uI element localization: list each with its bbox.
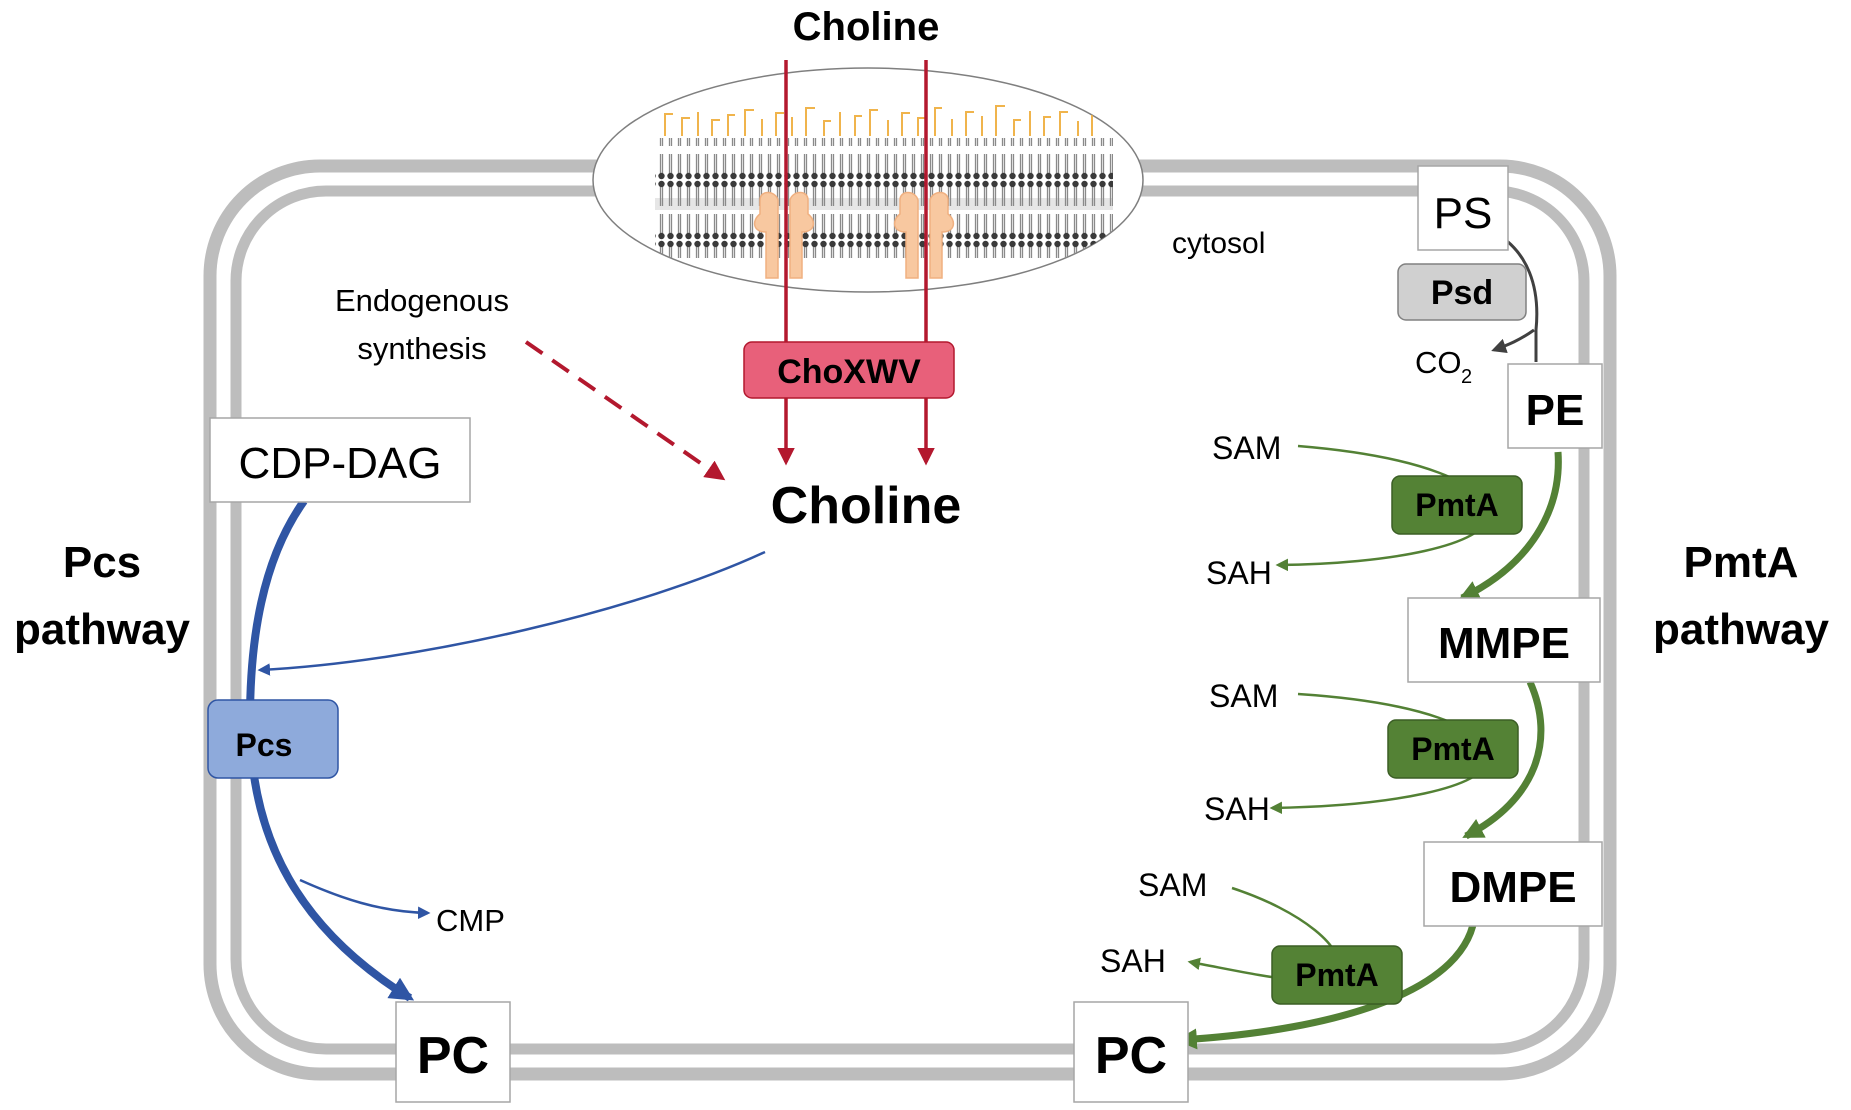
choline-to-pcs-arrow: [257, 550, 766, 676]
enzyme-choxwv: ChoXWV: [743, 341, 955, 399]
enzyme-pmta-3-label: PmtA: [1295, 957, 1379, 993]
box-mmpe: MMPE: [1407, 597, 1601, 683]
lipid-bilayer-inner: [655, 198, 1113, 258]
enzyme-pcs: Pcs: [207, 699, 339, 779]
enzyme-choxwv-label: ChoXWV: [777, 353, 921, 391]
sam-label-2: SAM: [1209, 678, 1278, 714]
choline-transporter-2: [893, 191, 955, 279]
box-pc-left: PC: [395, 1001, 511, 1103]
lipid-head-groups: [664, 105, 1099, 136]
enzyme-psd: Psd: [1397, 263, 1527, 321]
sam-label-1: SAM: [1212, 430, 1281, 466]
pcs-pathway-label-line2: pathway: [14, 605, 191, 654]
sah-label-2: SAH: [1204, 791, 1270, 827]
box-ps: PS: [1417, 165, 1509, 251]
enzyme-pmta-2-label: PmtA: [1411, 731, 1495, 767]
co2-label: CO 2: [1415, 345, 1472, 388]
enzyme-pcs-label: Pcs: [236, 727, 293, 763]
box-pc-left-label: PC: [417, 1027, 489, 1085]
choline-transporter-1: [753, 191, 815, 279]
box-pc-right-label: PC: [1095, 1027, 1167, 1085]
box-dmpe: DMPE: [1423, 841, 1603, 927]
enzyme-pmta-1-label: PmtA: [1415, 487, 1499, 523]
co2-label-main: CO: [1415, 345, 1462, 380]
sah-label-1: SAH: [1206, 555, 1272, 591]
pe-to-mmpe-arrow: [1458, 451, 1562, 602]
box-pe-label: PE: [1526, 386, 1585, 435]
enzyme-psd-label: Psd: [1431, 274, 1493, 312]
box-ps-label: PS: [1434, 189, 1493, 238]
mmpe-to-dmpe-arrow: [1462, 680, 1545, 840]
sam-label-3: SAM: [1138, 867, 1207, 903]
endogenous-synthesis-label-line1: Endogenous: [335, 283, 509, 318]
co2-label-subscript: 2: [1461, 366, 1472, 388]
membrane-zoom-inset: [592, 67, 1144, 293]
cmp-label: CMP: [436, 903, 505, 938]
cmp-release-arrow: [299, 878, 431, 920]
enzyme-pmta-1: PmtA: [1391, 475, 1523, 535]
box-pc-right: PC: [1073, 1001, 1189, 1103]
endogenous-synthesis-label-line2: synthesis: [357, 331, 486, 366]
pcs-pathway-label-line1: Pcs: [63, 538, 141, 587]
cytosol-label: cytosol: [1172, 227, 1265, 260]
pmta-pathway-label-line1: PmtA: [1684, 538, 1799, 587]
box-cdp-dag-label: CDP-DAG: [239, 439, 442, 488]
box-pe: PE: [1507, 363, 1603, 449]
lipid-bilayer-outer: [655, 138, 1113, 198]
sah-label-3: SAH: [1100, 943, 1166, 979]
box-mmpe-label: MMPE: [1438, 619, 1570, 668]
box-dmpe-label: DMPE: [1449, 863, 1576, 912]
pmta-pathway-label-line2: pathway: [1653, 605, 1830, 654]
endogenous-synthesis-arrow: [524, 340, 726, 481]
box-cdp-dag: CDP-DAG: [209, 417, 471, 503]
enzyme-pmta-2: PmtA: [1387, 719, 1519, 779]
enzyme-pmta-3: PmtA: [1271, 945, 1403, 1005]
choline-external-label: Choline: [793, 5, 940, 49]
choline-intracellular-label: Choline: [771, 477, 962, 535]
